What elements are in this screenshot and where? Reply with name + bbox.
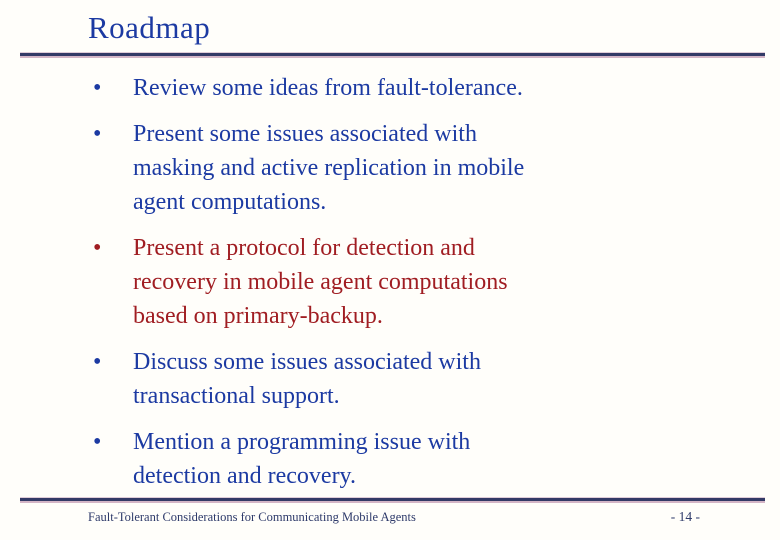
bullet-marker-icon: • (93, 75, 102, 101)
bullet-item: • Discuss some issues associated with tra… (88, 345, 688, 413)
bullet-item: • Present a protocol for detection and re… (88, 231, 688, 333)
bullet-marker-icon: • (93, 349, 102, 375)
bullet-list: • Review some ideas from fault-tolerance.… (88, 71, 688, 505)
bullet-item: • Mention a programming issue with detect… (88, 425, 688, 493)
page-number: - 14 - (670, 509, 700, 524)
bullet-marker-icon: • (93, 235, 102, 261)
bullet-marker-icon: • (93, 429, 102, 455)
bullet-item: • Present some issues associated with mas… (88, 117, 688, 219)
bullet-text: Review some ideas from fault-tolerance. (133, 75, 523, 101)
footer-title: Fault-Tolerant Considerations for Commun… (88, 510, 416, 524)
bullet-text: Discuss some issues associated with tran… (133, 349, 481, 409)
bullet-marker-icon: • (93, 121, 102, 147)
bullet-text: Present a protocol for detection and rec… (133, 235, 508, 329)
header-divider (20, 52, 765, 58)
page-title: Roadmap (88, 10, 211, 45)
bullet-text: Present some issues associated with mask… (133, 121, 525, 215)
bullet-item: • Review some ideas from fault-tolerance. (88, 71, 688, 105)
bullet-text: Mention a programming issue with detecti… (133, 429, 471, 489)
footer-divider (20, 497, 765, 503)
